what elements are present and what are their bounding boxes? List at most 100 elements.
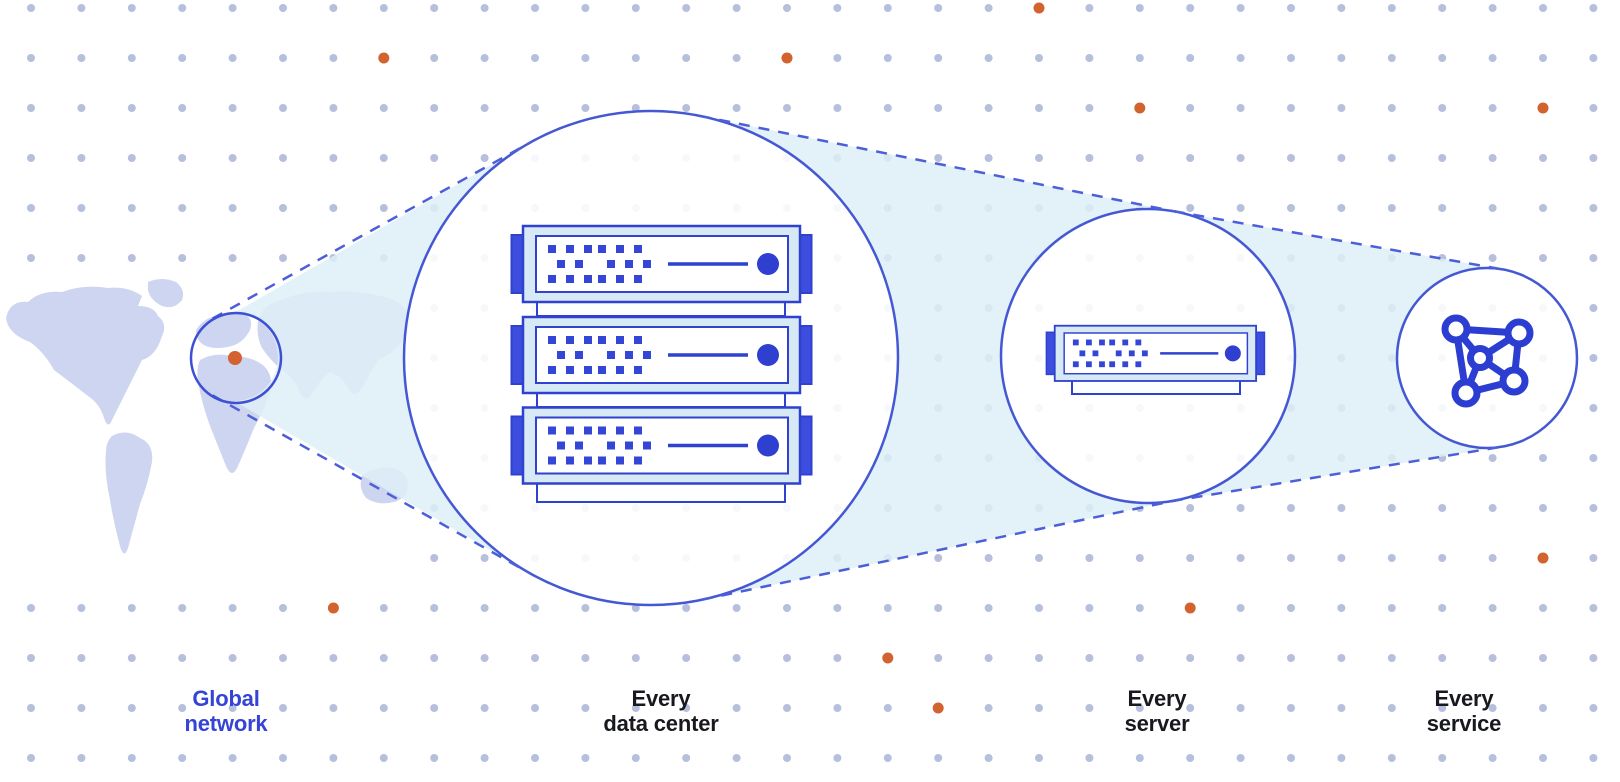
- grid-dot: [934, 754, 943, 762]
- grid-dot: [1236, 554, 1245, 562]
- grid-dot: [77, 4, 86, 12]
- grid-dot: [1135, 54, 1144, 62]
- grid-dot: [480, 54, 489, 62]
- grid-dot: [732, 54, 741, 62]
- grid-dot-orange: [1184, 602, 1196, 614]
- continent-europe: [196, 312, 252, 348]
- grid-dot: [1236, 704, 1245, 712]
- grid-dot: [430, 654, 439, 662]
- grid-dot: [1387, 554, 1396, 562]
- grid-dot: [1589, 4, 1598, 12]
- grid-dot: [27, 704, 35, 712]
- grid-dot: [1337, 154, 1346, 162]
- grid-dot: [127, 254, 136, 262]
- grid-dot: [531, 4, 539, 12]
- grid-dot: [430, 704, 439, 712]
- grid-dot: [1035, 154, 1043, 162]
- grid-dot: [1589, 304, 1598, 312]
- server-unit-1: [509, 224, 814, 304]
- grid-dot: [1085, 554, 1094, 562]
- grid-dot: [682, 54, 691, 62]
- grid-dot: [934, 104, 943, 112]
- grid-dot: [1438, 54, 1447, 62]
- grid-dot: [480, 154, 489, 162]
- label-line: Every: [1434, 686, 1494, 711]
- continent-greenland: [148, 279, 184, 308]
- grid-dot: [178, 4, 187, 12]
- grid-dot: [228, 254, 237, 262]
- grid-dot: [1539, 654, 1547, 662]
- grid-dot: [1488, 604, 1497, 612]
- grid-dot: [631, 4, 640, 12]
- grid-dot: [27, 654, 35, 662]
- grid-dot: [379, 754, 388, 762]
- grid-dot: [1438, 754, 1447, 762]
- label-line: server: [1124, 711, 1190, 736]
- grid-dot: [1438, 654, 1447, 662]
- grid-dot-orange: [932, 702, 944, 714]
- grid-dot: [77, 754, 86, 762]
- grid-dot: [27, 254, 35, 262]
- grid-dot: [1287, 104, 1295, 112]
- mesh-node: [1499, 366, 1529, 396]
- map-region-circle: [189, 311, 283, 405]
- grid-dot: [1035, 104, 1043, 112]
- grid-dot: [228, 4, 237, 12]
- grid-dot: [1387, 504, 1396, 512]
- grid-dot: [1589, 104, 1598, 112]
- tangent-dashed-lines: [211, 114, 1503, 601]
- grid-dot: [1337, 704, 1346, 712]
- grid-dot: [1236, 104, 1245, 112]
- grid-dot: [1135, 554, 1144, 562]
- grid-dot: [1539, 54, 1547, 62]
- grid-dot: [430, 754, 439, 762]
- grid-dot: [531, 754, 539, 762]
- grid-dot: [783, 754, 791, 762]
- grid-dot: [984, 604, 993, 612]
- grid-dot: [783, 604, 791, 612]
- grid-dot: [984, 54, 993, 62]
- grid-dot: [732, 4, 741, 12]
- grid-dot: [682, 604, 691, 612]
- grid-dot: [833, 104, 842, 112]
- grid-dot: [682, 654, 691, 662]
- grid-dot: [1589, 704, 1598, 712]
- grid-dot: [833, 604, 842, 612]
- grid-dot: [279, 754, 287, 762]
- grid-dot: [1539, 154, 1547, 162]
- grid-dot: [1488, 104, 1497, 112]
- grid-dot: [883, 104, 892, 112]
- grid-dot: [833, 704, 842, 712]
- grid-dot: [178, 54, 187, 62]
- grid-dot: [1387, 604, 1396, 612]
- grid-dot: [279, 604, 287, 612]
- dashed-line-datacenter-to-server-top: [699, 114, 1178, 214]
- grid-dot: [1589, 504, 1598, 512]
- grid-dot: [228, 104, 237, 112]
- grid-dot: [127, 704, 136, 712]
- continent-africa: [197, 354, 272, 473]
- grid-dot: [631, 754, 640, 762]
- grid-dot-orange: [327, 602, 339, 614]
- grid-dot: [77, 54, 86, 62]
- grid-dot: [1438, 154, 1447, 162]
- grid-dot: [27, 104, 35, 112]
- grid-dot: [77, 654, 86, 662]
- grid-dot: [1387, 104, 1396, 112]
- grid-dot: [228, 604, 237, 612]
- grid-dot: [1186, 54, 1195, 62]
- grid-dot: [1236, 204, 1245, 212]
- grid-dot: [732, 754, 741, 762]
- grid-dot: [1589, 404, 1598, 412]
- grid-dot: [27, 54, 35, 62]
- grid-dot: [631, 704, 640, 712]
- grid-dot: [27, 604, 35, 612]
- grid-dot: [531, 104, 539, 112]
- grid-dot: [531, 704, 539, 712]
- grid-dot: [1589, 454, 1598, 462]
- grid-dot: [329, 4, 338, 12]
- grid-dot: [833, 54, 842, 62]
- grid-dot-orange: [781, 52, 793, 64]
- grid-dot: [1539, 254, 1547, 262]
